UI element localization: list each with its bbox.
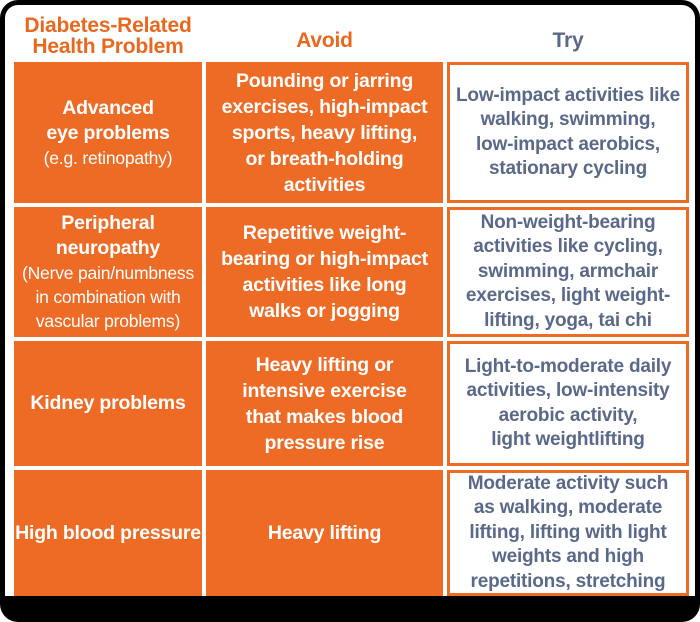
try-cell: Non-weight-bearing activities like cycli… (447, 207, 689, 337)
problem-name: Peripheral neuropathy (55, 212, 161, 259)
table-header: Diabetes-Related Health Problem Avoid Tr… (14, 4, 689, 62)
problem-cell: Kidney problems (14, 341, 202, 466)
avoid-cell: Heavy lifting (206, 470, 443, 596)
problem-cell: Peripheral neuropathy(Nerve pain/numbnes… (14, 207, 202, 337)
header-avoid: Avoid (296, 29, 353, 52)
problem-cell: High blood pressure (14, 470, 202, 596)
header-try: Try (552, 29, 584, 52)
problem-name: Advanced eye problems (46, 96, 170, 144)
try-cell: Low-impact activities like walking, swim… (447, 62, 689, 203)
avoid-cell: Repetitive weight- bearing or high-impac… (206, 207, 443, 337)
problem-cell: Advanced eye problems (e.g. retinopathy) (14, 62, 202, 203)
problem-name: High blood pressure (15, 521, 201, 544)
avoid-cell: Pounding or jarring exercises, high-impa… (206, 62, 443, 203)
try-cell: Moderate activity such as walking, moder… (447, 470, 689, 596)
header-health-problem: Diabetes-Related Health Problem (24, 13, 192, 58)
problem-name: Kidney problems (30, 392, 186, 414)
table: Advanced eye problems(e.g. retinopathy) … (14, 62, 689, 596)
problem-note: (e.g. retinopathy) (43, 147, 173, 168)
problem-note: (Nerve pain/numbness in combination with… (21, 263, 195, 331)
avoid-cell: Heavy lifting or intensive exercise that… (206, 341, 443, 466)
try-cell: Light-to-moderate daily activities, low-… (447, 341, 689, 466)
